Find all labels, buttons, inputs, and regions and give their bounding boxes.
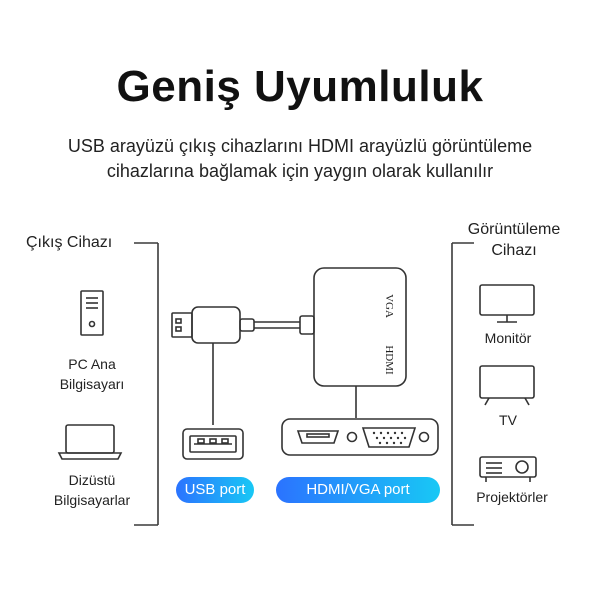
page-subtitle: USB arayüzü çıkış cihazlarını HDMI arayü…	[20, 134, 580, 184]
pc-label-line-2: Bilgisayarı	[59, 376, 125, 392]
laptop-label: Dizüstü Bilgisayarlar	[30, 470, 154, 510]
adapter-vga-label: VGA	[383, 294, 395, 318]
pc-tower-icon	[80, 290, 104, 336]
projector-icon	[479, 456, 537, 482]
left-bracket	[134, 242, 159, 526]
display-title-line-2: Cihazı	[491, 242, 537, 259]
right-bracket	[451, 242, 474, 526]
laptop-label-line-1: Dizüstü	[68, 472, 116, 488]
hdmi-vga-port-icon	[281, 418, 439, 456]
usb-port-icon	[182, 428, 244, 460]
monitor-label: Monitör	[484, 330, 532, 346]
laptop-label-line-2: Bilgisayarlar	[53, 492, 131, 508]
tv-label: TV	[499, 412, 517, 428]
pc-label-line-1: PC Ana	[68, 356, 116, 372]
projector-label: Projektörler	[476, 489, 548, 505]
monitor-icon	[479, 284, 535, 323]
hdmi-vga-port-badge: HDMI/VGA port	[276, 477, 440, 503]
output-device-title: Çıkış Cihazı	[26, 234, 113, 251]
adapter-hdmi-label: HDMI	[383, 345, 395, 375]
subtitle-line-2: cihazlarına bağlamak için yaygın olarak …	[106, 161, 494, 181]
usb-cable	[171, 306, 315, 425]
laptop-icon	[57, 424, 123, 460]
adapter-box	[313, 267, 407, 418]
display-title-line-1: Görüntüleme	[467, 221, 561, 238]
vga-pins	[372, 431, 407, 445]
usb-port-badge: USB port	[176, 477, 254, 503]
tv-icon	[479, 365, 535, 406]
pc-label: PC Ana Bilgisayarı	[40, 354, 144, 394]
display-device-title: Görüntüleme Cihazı	[450, 219, 578, 261]
page-title: Geniş Uyumluluk	[116, 62, 484, 111]
subtitle-line-1: USB arayüzü çıkış cihazlarını HDMI arayü…	[67, 136, 533, 156]
